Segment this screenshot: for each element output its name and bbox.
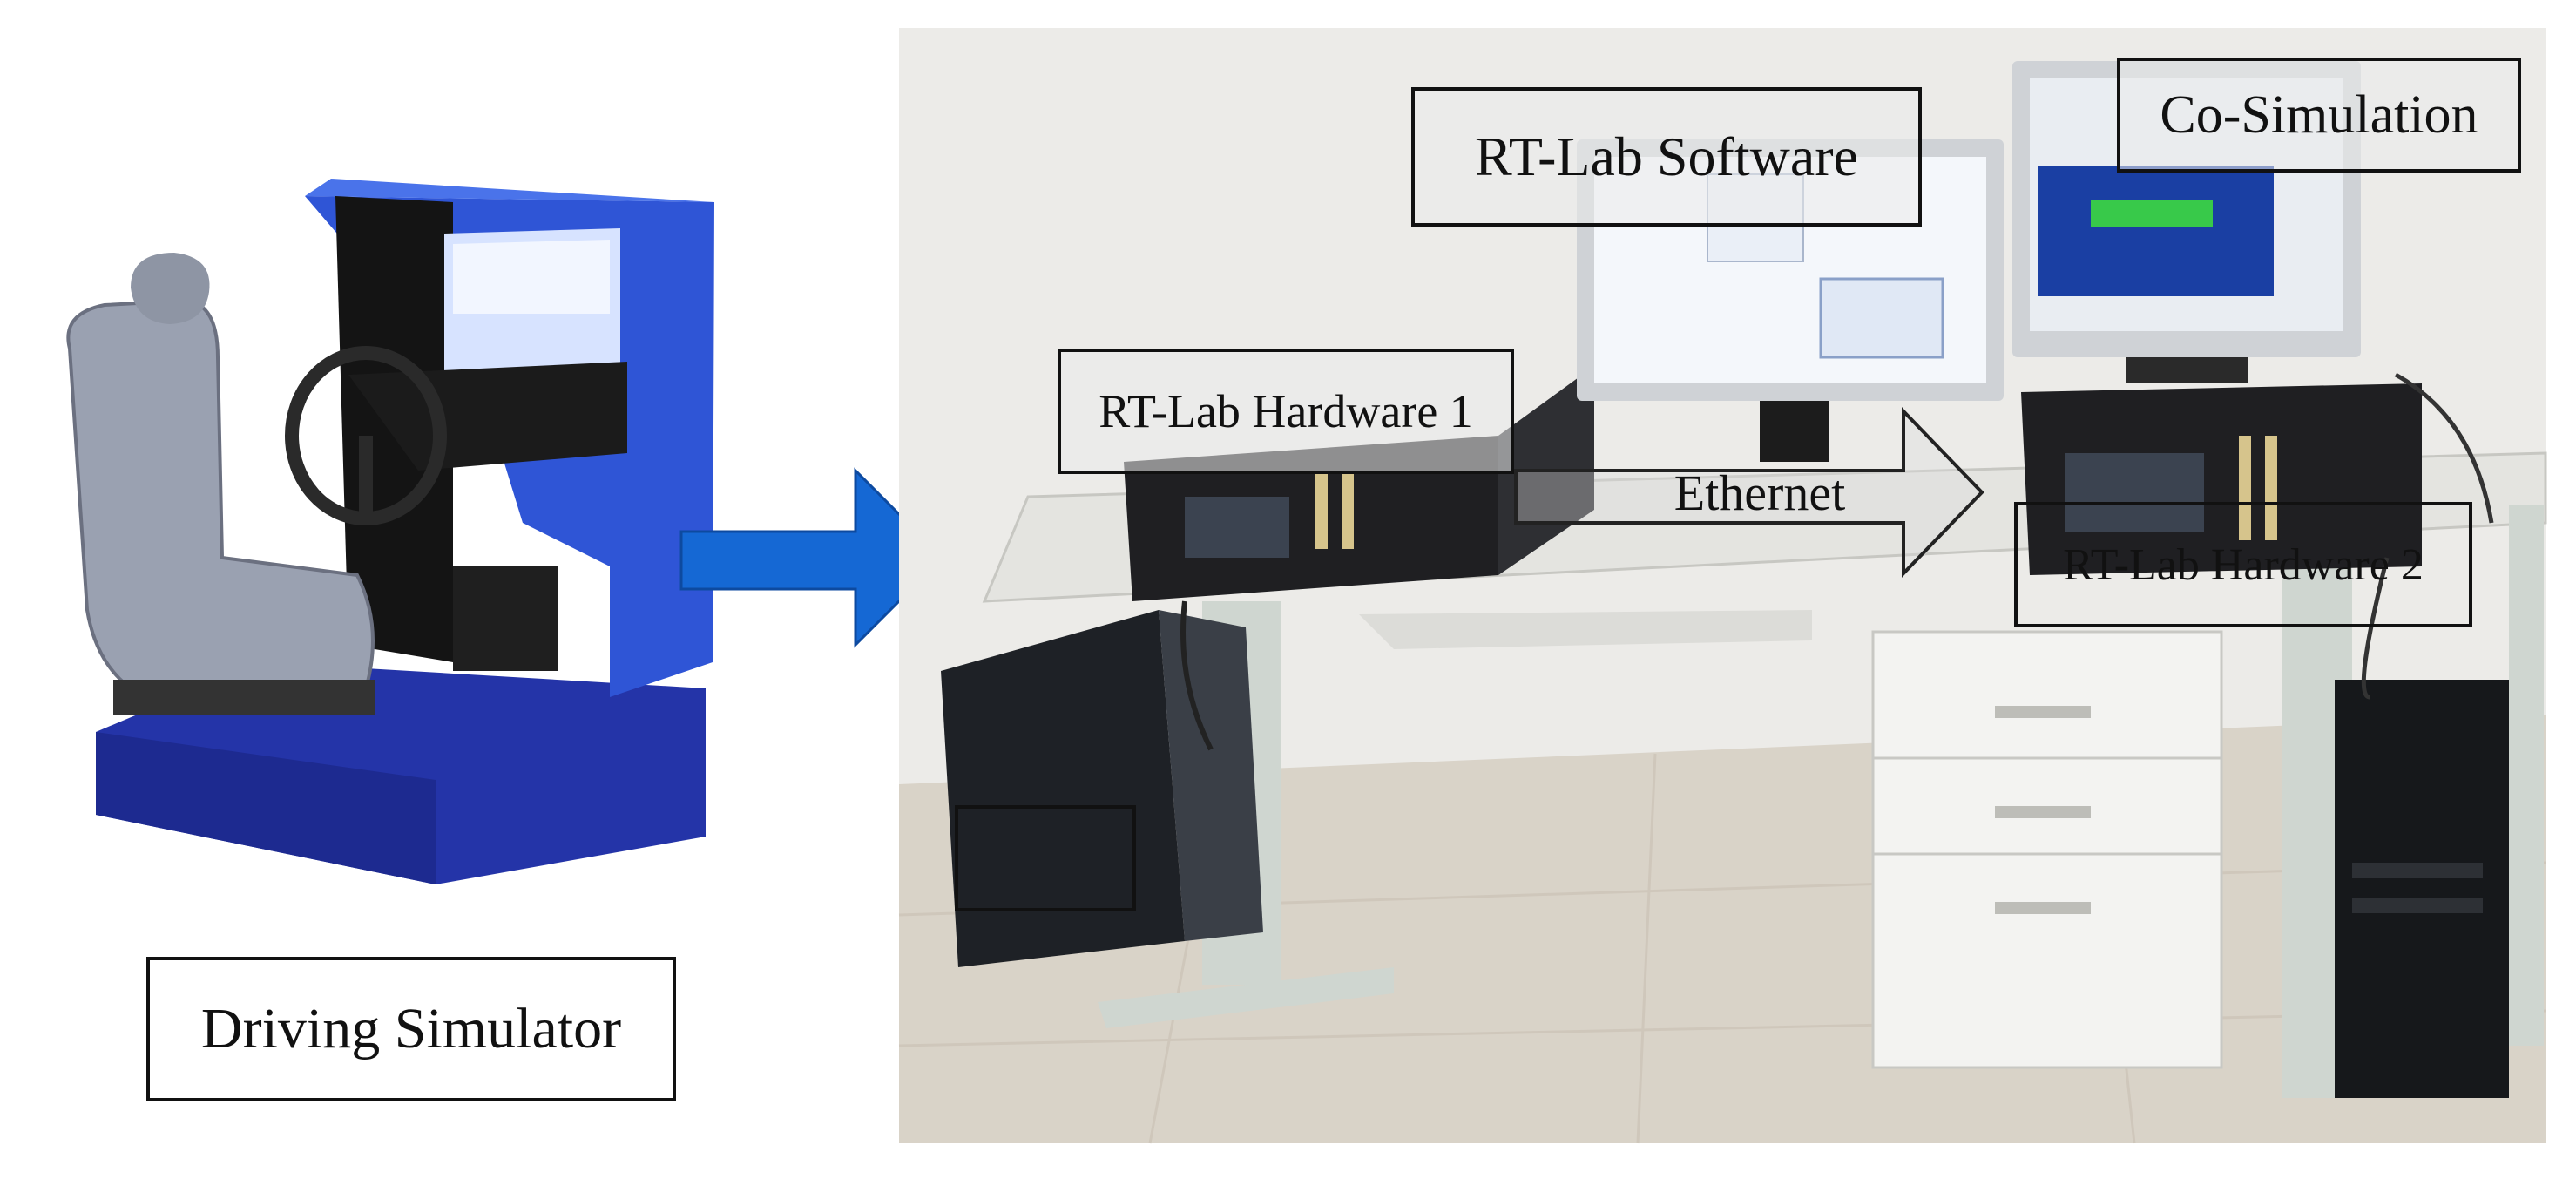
rtlab-hardware-2-label: RT-Lab Hardware 2 bbox=[2014, 502, 2472, 627]
lab-setup-photo bbox=[898, 28, 2547, 1144]
driving-simulator-photo bbox=[66, 179, 714, 884]
rtlab-software-label: RT-Lab Software bbox=[1411, 87, 1922, 227]
driving-simulator-label: Driving Simulator bbox=[146, 957, 676, 1101]
rtlab-hardware-1-label: RT-Lab Hardware 1 bbox=[1058, 349, 1514, 474]
ethernet-label: Ethernet bbox=[1673, 464, 1846, 521]
co-simulation-label: Co-Simulation bbox=[2117, 58, 2521, 173]
pc-highlight-box bbox=[955, 805, 1136, 911]
ethernet-arrow-icon bbox=[1514, 407, 1984, 578]
